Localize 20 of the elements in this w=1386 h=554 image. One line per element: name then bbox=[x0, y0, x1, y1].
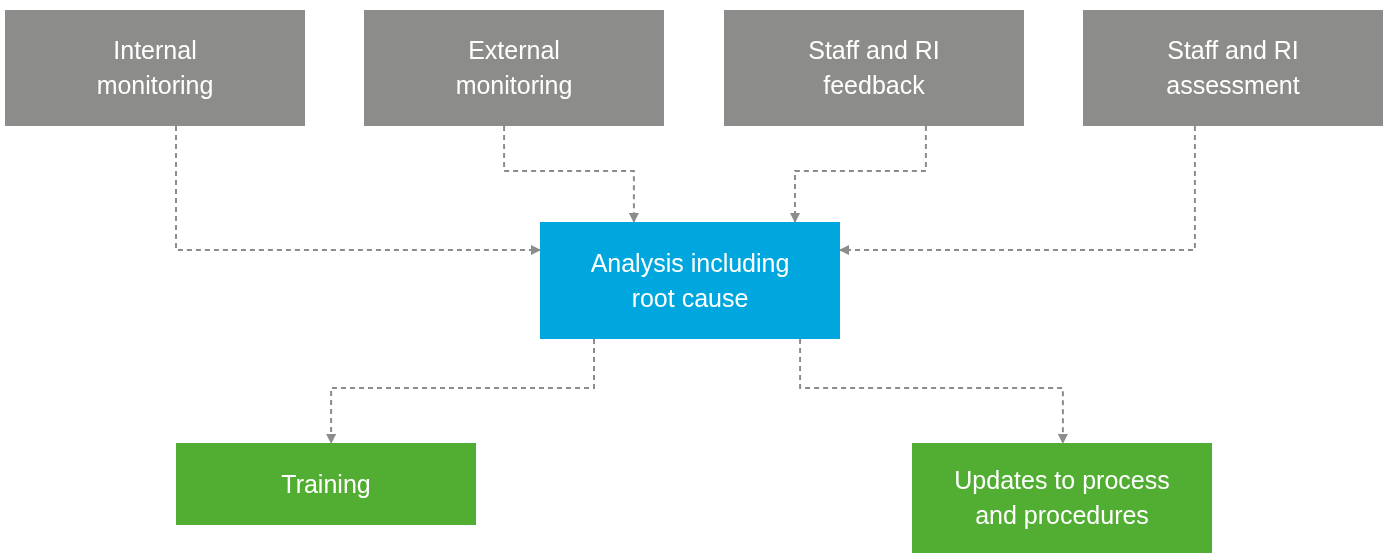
box-label: Training bbox=[281, 468, 371, 500]
box-label: Updates to process and procedures bbox=[953, 465, 1171, 531]
outcome-box bbox=[176, 443, 476, 525]
input-box bbox=[724, 10, 1024, 126]
box-label: Staff and RI feedback bbox=[807, 35, 941, 101]
input-box bbox=[5, 10, 305, 126]
dashed-arrow bbox=[839, 125, 1196, 256]
box-label: Analysis including root cause bbox=[589, 247, 791, 314]
dashed-arrow bbox=[175, 125, 541, 256]
dashed-arrow bbox=[326, 338, 595, 444]
analysis-box bbox=[540, 222, 840, 339]
box-label: Internal monitoring bbox=[95, 35, 215, 101]
dashed-arrow bbox=[799, 338, 1068, 444]
dashed-arrow bbox=[790, 125, 927, 223]
box-label: Staff and RI assessment bbox=[1165, 35, 1301, 101]
input-box bbox=[1083, 10, 1383, 126]
input-box bbox=[364, 10, 664, 126]
box-label: External monitoring bbox=[454, 35, 574, 101]
outcome-box bbox=[912, 443, 1212, 553]
dashed-arrow bbox=[503, 125, 639, 223]
